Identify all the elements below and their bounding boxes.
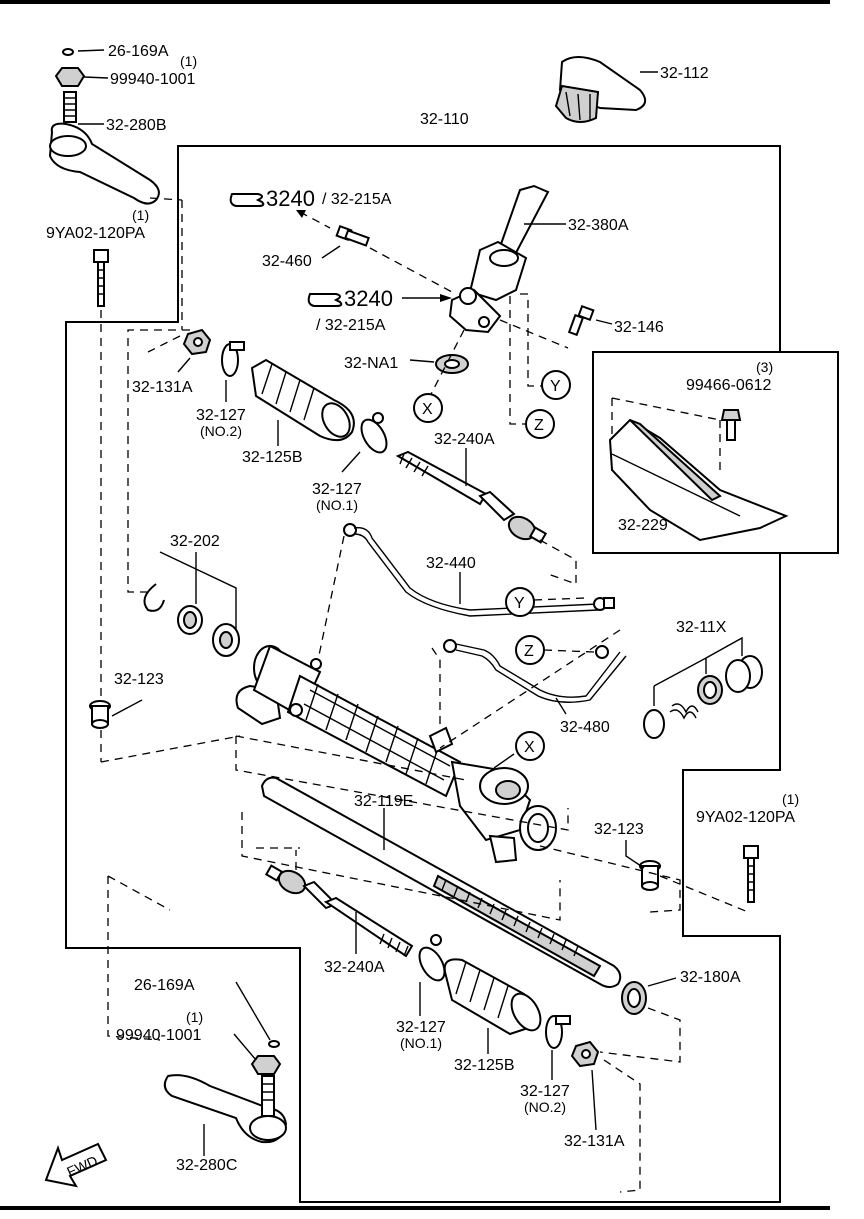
callout-x-mid — [515, 731, 545, 761]
callout-y-top-label: Y — [550, 378, 561, 395]
bushing-set-32-202 — [143, 583, 240, 657]
label-26-169a-bottom: 26-169A — [134, 977, 195, 994]
bolt-32-460 — [335, 224, 370, 247]
label-32-215a-a: / 32-215A — [322, 191, 392, 208]
label-32-240a-top: 32-240A — [434, 431, 495, 448]
label-99466-0612: 99466-0612 — [686, 377, 772, 394]
tie-rod-end-32-280b — [48, 48, 160, 205]
bolt-32-146 — [567, 304, 595, 337]
callout-x-top-label: X — [422, 401, 433, 418]
label-no1-top: (NO.1) — [316, 497, 358, 513]
tie-rod-end-32-280c — [163, 1040, 288, 1144]
mount-bushing-32-123-left — [89, 700, 111, 729]
inset-frame — [593, 351, 839, 554]
callout-y-top — [541, 370, 571, 400]
label-32-280c: 32-280C — [176, 1157, 237, 1174]
clamp-32-127-no1-bottom — [418, 934, 446, 982]
label-32-112: 32-112 — [660, 65, 709, 82]
label-99940-1001-bottom: 99940-1001 — [116, 1027, 202, 1044]
label-32-480: 32-480 — [560, 719, 610, 736]
label-qty-1-a: (1) — [180, 53, 197, 69]
hand-pointer-icon-b — [307, 293, 343, 307]
boot-32-125b-bottom — [443, 958, 542, 1036]
boot-32-125b-top — [250, 358, 355, 442]
label-no2-top: (NO.2) — [200, 423, 242, 439]
label-9ya02-left: 9YA02-120PA — [46, 225, 145, 242]
clamp-32-127-no1-top — [360, 412, 388, 454]
top-border — [0, 0, 830, 4]
callout-y-mid — [505, 587, 535, 617]
label-32-380a: 32-380A — [568, 217, 629, 234]
label-32-125b-top: 32-125B — [242, 449, 303, 466]
label-32-131a-bottom: 32-131A — [564, 1133, 625, 1150]
bolt-9ya02-left — [93, 249, 109, 307]
pipe-32-480 — [443, 639, 627, 703]
label-qty-3: (3) — [756, 359, 773, 375]
bolt-99466 — [720, 409, 742, 441]
label-32-125b-bottom: 32-125B — [454, 1057, 515, 1074]
rack-housing-32-110 — [235, 644, 557, 864]
label-32-119e: 32-119E — [354, 793, 413, 810]
tie-rod-32-240a-bottom — [264, 864, 414, 958]
callout-x-top — [413, 393, 443, 423]
hand-pointer-icon-a — [229, 193, 265, 207]
label-32-127-no1-top: 32-127 — [312, 481, 362, 498]
label-32-440: 32-440 — [426, 555, 476, 572]
pinion-housing-32-380a — [448, 184, 550, 334]
callout-z-mid-label: Z — [524, 643, 534, 660]
washer-32-180a — [621, 981, 647, 1015]
label-32-131a-top: 32-131A — [132, 379, 193, 396]
rack-32-119e — [260, 776, 622, 988]
clamp-32-127-no2-bottom — [545, 1015, 571, 1049]
seal-32-na1 — [435, 354, 469, 374]
label-32-460: 32-460 — [262, 253, 312, 270]
label-32-127-no2-top: 32-127 — [196, 407, 246, 424]
locknut-32-131a-top — [182, 328, 212, 356]
yoke-set-32-11x — [643, 655, 763, 739]
label-qty-1-d: (1) — [186, 1009, 203, 1025]
callout-y-mid-label: Y — [514, 595, 525, 612]
label-26-169a-top: 26-169A — [108, 43, 169, 60]
label-32-146: 32-146 — [614, 319, 664, 336]
label-32-123-left: 32-123 — [114, 671, 164, 688]
label-9ya02-right: 9YA02-120PA — [696, 809, 795, 826]
dust-seal-32-112 — [554, 56, 647, 123]
label-32-127-no2-bottom: 32-127 — [520, 1083, 570, 1100]
callout-x-mid-label: X — [524, 739, 535, 756]
callout-z-top-label: Z — [534, 417, 544, 434]
label-3240-b: 3240 — [344, 286, 393, 311]
mount-bushing-32-123-right — [639, 860, 661, 891]
label-32-110: 32-110 — [420, 111, 469, 128]
label-99940-1001-top: 99940-1001 — [110, 71, 196, 88]
clamp-32-127-no2-top — [221, 341, 245, 377]
label-32-123-right: 32-123 — [594, 821, 644, 838]
heat-insulator-32-229 — [608, 418, 789, 542]
bottom-border — [0, 1206, 830, 1210]
label-no1-bottom: (NO.1) — [400, 1035, 442, 1051]
locknut-32-131a-bottom — [570, 1040, 600, 1068]
label-32-215a-b: / 32-215A — [316, 317, 386, 334]
label-3240-a: 3240 — [266, 186, 315, 211]
label-no2-bottom: (NO.2) — [524, 1099, 566, 1115]
pipe-32-440 — [343, 523, 615, 617]
label-32-240a-bottom: 32-240A — [324, 959, 385, 976]
label-32-180a: 32-180A — [680, 969, 741, 986]
bolt-9ya02-right — [743, 845, 759, 903]
label-32-202: 32-202 — [170, 533, 220, 550]
label-32-229: 32-229 — [618, 517, 668, 534]
tie-rod-32-240a-top — [395, 450, 548, 544]
label-32-11x: 32-11X — [676, 619, 727, 636]
label-qty-1-b: (1) — [132, 207, 149, 223]
label-qty-1-c: (1) — [782, 791, 799, 807]
label-32-na1: 32-NA1 — [344, 355, 398, 372]
label-32-127-no1-bottom: 32-127 — [396, 1019, 446, 1036]
forward-arrow-icon — [44, 1142, 108, 1188]
label-32-280b: 32-280B — [106, 117, 167, 134]
